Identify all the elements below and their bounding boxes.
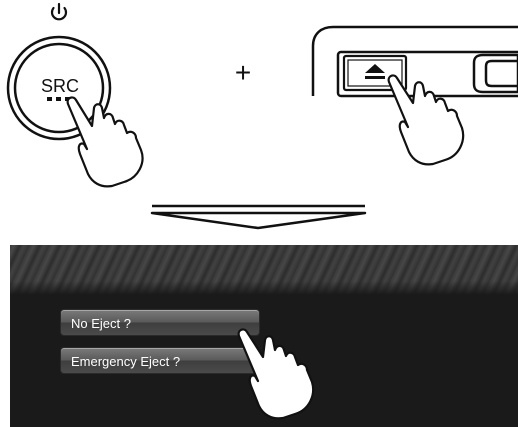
screen-header (10, 245, 518, 295)
pointing-hand-icon (230, 312, 340, 422)
plus-sign: + (235, 57, 251, 88)
power-icon (52, 4, 66, 19)
src-label: SRC (41, 76, 79, 96)
down-arrow-icon (152, 206, 365, 228)
instruction-illustration: SRC + (0, 0, 518, 245)
